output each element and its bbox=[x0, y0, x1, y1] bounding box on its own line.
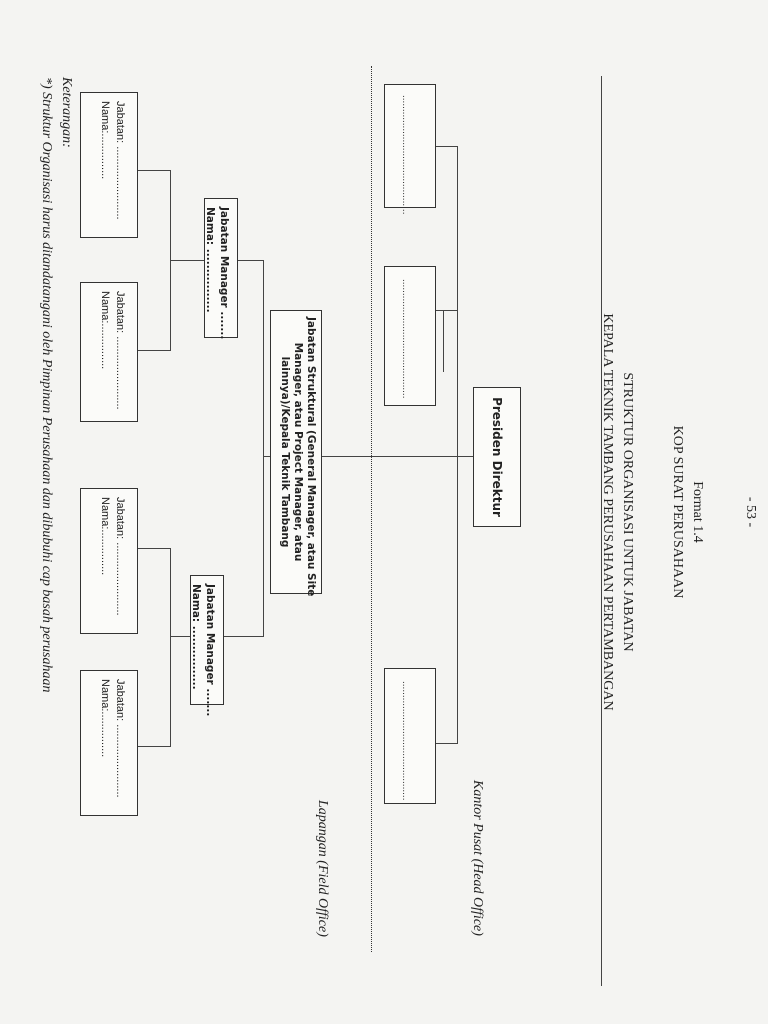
staff-box-2: Jabatan: ........................ Nama:.… bbox=[80, 282, 138, 422]
connector bbox=[138, 350, 171, 351]
structural-line3: lainnya)/Kepala Teknik Tambang bbox=[279, 356, 291, 548]
placeholder-dots: ........................................… bbox=[400, 681, 411, 801]
placeholder-dots: ........................................… bbox=[400, 279, 411, 399]
page-number: - 53 - bbox=[743, 496, 758, 528]
letterhead: KOP SURAT PERUSAHAAN bbox=[670, 425, 685, 599]
staff-position: Jabatan: ........................ bbox=[114, 101, 126, 220]
president-label: Presiden Direktur bbox=[490, 397, 504, 517]
staff-bus-left bbox=[170, 170, 171, 350]
head-office-box-2: ........................................… bbox=[384, 266, 436, 406]
manager-name: Nama: ................ bbox=[190, 584, 202, 690]
staff-box-1: Jabatan: ........................ Nama:.… bbox=[80, 92, 138, 238]
structural-line1: Jabatan Struktural (General Manager, ata… bbox=[305, 317, 317, 597]
connector bbox=[171, 260, 204, 261]
connector bbox=[138, 746, 171, 747]
staff-name: Nama:............... bbox=[99, 679, 111, 758]
manager-box-right: Jabatan Manager ....... Nama: ..........… bbox=[190, 575, 224, 717]
manager-position: Jabatan Manager ....... bbox=[218, 207, 230, 340]
manager-bus bbox=[263, 260, 264, 636]
notes-heading: Keterangan: bbox=[59, 77, 74, 148]
header-rule bbox=[601, 76, 602, 986]
head-office-bus bbox=[457, 146, 458, 743]
structural-line2: Manager, atau Project Manager, atau bbox=[292, 342, 304, 562]
head-office-box-1: ........................................… bbox=[384, 84, 436, 214]
staff-position: Jabatan: ........................ bbox=[114, 291, 126, 410]
staff-position: Jabatan: ........................ bbox=[114, 679, 126, 798]
connector bbox=[458, 456, 473, 457]
manager-box-left: Jabatan Manager ....... Nama: ..........… bbox=[204, 198, 238, 340]
manager-position: Jabatan Manager ....... bbox=[204, 584, 216, 717]
chart-title-line1: STRUKTUR ORGANISASI UNTUK JABATAN bbox=[620, 372, 635, 652]
placeholder-dots: ........................................… bbox=[400, 95, 411, 215]
trunk-line bbox=[322, 456, 458, 457]
staff-bus-right bbox=[170, 548, 171, 746]
staff-position: Jabatan: ........................ bbox=[114, 497, 126, 616]
connector bbox=[138, 170, 171, 171]
connector bbox=[171, 636, 190, 637]
office-divider bbox=[371, 66, 372, 952]
staff-box-4: Jabatan: ........................ Nama:.… bbox=[80, 670, 138, 816]
head-office-label: Kantor Pusat (Head Office) bbox=[470, 780, 485, 936]
connector bbox=[238, 260, 264, 261]
structural-position-box: Jabatan Struktural (General Manager, ata… bbox=[270, 310, 322, 597]
connector bbox=[436, 743, 458, 744]
head-office-box-3: ........................................… bbox=[384, 668, 436, 804]
staff-name: Nama:............... bbox=[99, 497, 111, 576]
notes-text: *) Struktur Organisasi harus ditandatang… bbox=[39, 77, 54, 693]
connector bbox=[443, 310, 444, 372]
connector bbox=[224, 636, 264, 637]
connector bbox=[138, 548, 171, 549]
connector bbox=[436, 146, 458, 147]
connector bbox=[264, 456, 270, 457]
field-office-label: Lapangan (Field Office) bbox=[315, 800, 330, 937]
manager-name: Nama: ................ bbox=[204, 207, 216, 313]
connector bbox=[436, 310, 458, 311]
format-label: Format 1.4 bbox=[690, 481, 705, 543]
staff-name: Nama:............... bbox=[99, 291, 111, 370]
staff-box-3: Jabatan: ........................ Nama:.… bbox=[80, 488, 138, 634]
staff-name: Nama:............... bbox=[99, 101, 111, 180]
president-box: Presiden Direktur bbox=[473, 387, 521, 527]
